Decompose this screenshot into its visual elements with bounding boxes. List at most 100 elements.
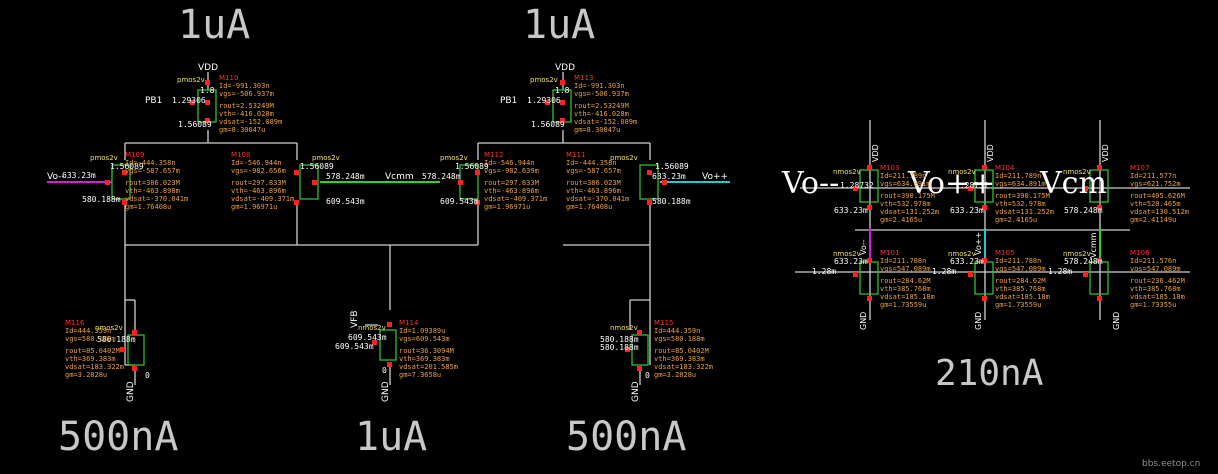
- device-param: vdsat=183.322m: [654, 363, 713, 371]
- v-m114-g: 609.543m: [348, 333, 387, 342]
- current-label-bias: 210nA: [935, 353, 1044, 394]
- gnd-label-mid: GND: [381, 381, 391, 402]
- vo-plus-label: Vo++: [702, 172, 728, 182]
- device-param: rout=390.175M: [995, 192, 1050, 200]
- device-param: vth=-416.028m: [574, 110, 629, 118]
- device-param: vth=369.383m: [65, 355, 116, 363]
- device-param: vth=-463.898m: [125, 187, 180, 195]
- v-m115-d: 580.188m: [600, 343, 639, 352]
- device-param: Id=211.788n: [995, 257, 1041, 265]
- device-model: nmos2v: [358, 324, 386, 332]
- v-m112-d: 609.543m: [440, 197, 479, 206]
- bias-vdd-3: VDD: [1101, 144, 1110, 162]
- device-param: vth=385.768m: [995, 285, 1046, 293]
- device-name: M110: [219, 74, 238, 82]
- device-param: vdsat=-370.041m: [125, 195, 188, 203]
- device-model: nmos2v: [95, 324, 123, 332]
- device-param: gm=1.76408u: [125, 203, 171, 211]
- gnd-label-right: GND: [631, 381, 641, 402]
- device-param: vgs=580.188m: [654, 335, 705, 343]
- device-name: M107: [1130, 164, 1149, 172]
- device-param: rout=405.626M: [1130, 192, 1185, 200]
- device-param: gm=3.2828u: [654, 371, 696, 379]
- device-param: vgs=-587.657m: [125, 167, 180, 175]
- device-param: Id=211.788n: [880, 257, 926, 265]
- device-param: vgs=-982.656m: [231, 167, 286, 175]
- device-param: gm=8.30047u: [219, 126, 265, 134]
- device-m116: nmos2vM116Id=444.359nvgs=580.188mrout=85…: [65, 319, 124, 379]
- bias-vcmm-label: Vcmm: [1089, 232, 1098, 258]
- device-param: vgs=-982.639m: [484, 167, 539, 175]
- v-m106-g: 1.28m: [1048, 267, 1072, 276]
- device-param: vdsat=131.252m: [995, 208, 1054, 216]
- device-param: gm=1.96971u: [484, 203, 530, 211]
- device-model: nmos2v: [948, 250, 976, 258]
- device-model: pmos2v: [312, 154, 340, 162]
- v-m110-s: 1.8: [200, 86, 215, 95]
- device-param: Id=-991.303n: [219, 82, 270, 90]
- v-m115-s: 0: [645, 371, 650, 380]
- device-model: nmos2v: [948, 168, 976, 176]
- device-model: nmos2v: [1063, 168, 1091, 176]
- v-m104-s: 633.23m: [950, 206, 984, 215]
- v-m104-g: 1.28732: [955, 181, 989, 190]
- vo-minus-label: Vo--: [47, 172, 65, 182]
- v-vo-minus: 633.23m: [62, 171, 96, 180]
- device-param: rout=2.53249M: [219, 102, 274, 110]
- device-param: vgs=-506.937m: [574, 90, 629, 98]
- gnd-label-left: GND: [126, 381, 136, 402]
- device-param: Id=-546.944n: [231, 159, 282, 167]
- device-param: gm=1.96971u: [231, 203, 277, 211]
- device-model: nmos2v: [1063, 250, 1091, 258]
- pb1-label-left: PB1: [145, 96, 162, 106]
- bias-vo-minus-label: Vo--: [859, 239, 868, 255]
- device-param: vdsat=-370.041m: [566, 195, 629, 203]
- device-param: Id=-444.358n: [125, 159, 176, 167]
- device-param: Id=211.789n: [995, 172, 1041, 180]
- v-m113-d: 1.56089: [531, 120, 565, 129]
- v-vcmm-right: 578.248m: [422, 172, 461, 181]
- device-param: vgs=609.543m: [399, 335, 450, 343]
- vcmm-label: Vcmm: [385, 172, 414, 182]
- v-m115-g: 580.188m: [600, 335, 639, 344]
- v-m114-g2: 609.543m: [335, 342, 374, 351]
- device-param: gm=3.2828u: [65, 371, 107, 379]
- device-param: rout=386.023M: [566, 179, 621, 187]
- device-param: gm=2.41149u: [1130, 216, 1176, 224]
- device-name: M101: [880, 249, 899, 257]
- device-name: M109: [125, 151, 144, 159]
- device-model: nmos2v: [610, 324, 638, 332]
- device-name: M113: [574, 74, 593, 82]
- device-param: gm=1.73559u: [880, 301, 926, 309]
- device-name: M115: [654, 319, 673, 327]
- device-param: vgs=547.089m: [995, 265, 1046, 273]
- v-m116-g: 580.188m: [97, 335, 136, 344]
- device-param: gm=7.3658u: [399, 371, 441, 379]
- device-param: rout=236.462M: [1130, 277, 1185, 285]
- device-param: rout=85.0402M: [654, 347, 709, 355]
- device-param: vgs=-587.657m: [566, 167, 621, 175]
- device-name: M104: [995, 164, 1015, 172]
- device-param: vgs=547.089m: [880, 265, 931, 273]
- bias-vdd-2: VDD: [986, 144, 995, 162]
- device-param: vth=369.383m: [399, 355, 450, 363]
- device-model: pmos2v: [610, 154, 638, 162]
- vdd-label-right: VDD: [555, 63, 575, 73]
- device-param: vdsat=185.18m: [995, 293, 1050, 301]
- device-param: vgs=634.891m: [880, 180, 931, 188]
- bias-vo-plus-label: Vo++: [974, 232, 983, 255]
- device-param: vgs=-506.937m: [219, 90, 274, 98]
- device-param: vdsat=183.322m: [65, 363, 124, 371]
- device-param: Id=-991.303n: [574, 82, 625, 90]
- vdd-label-left: VDD: [198, 63, 218, 73]
- device-param: Id=-546.944n: [484, 159, 535, 167]
